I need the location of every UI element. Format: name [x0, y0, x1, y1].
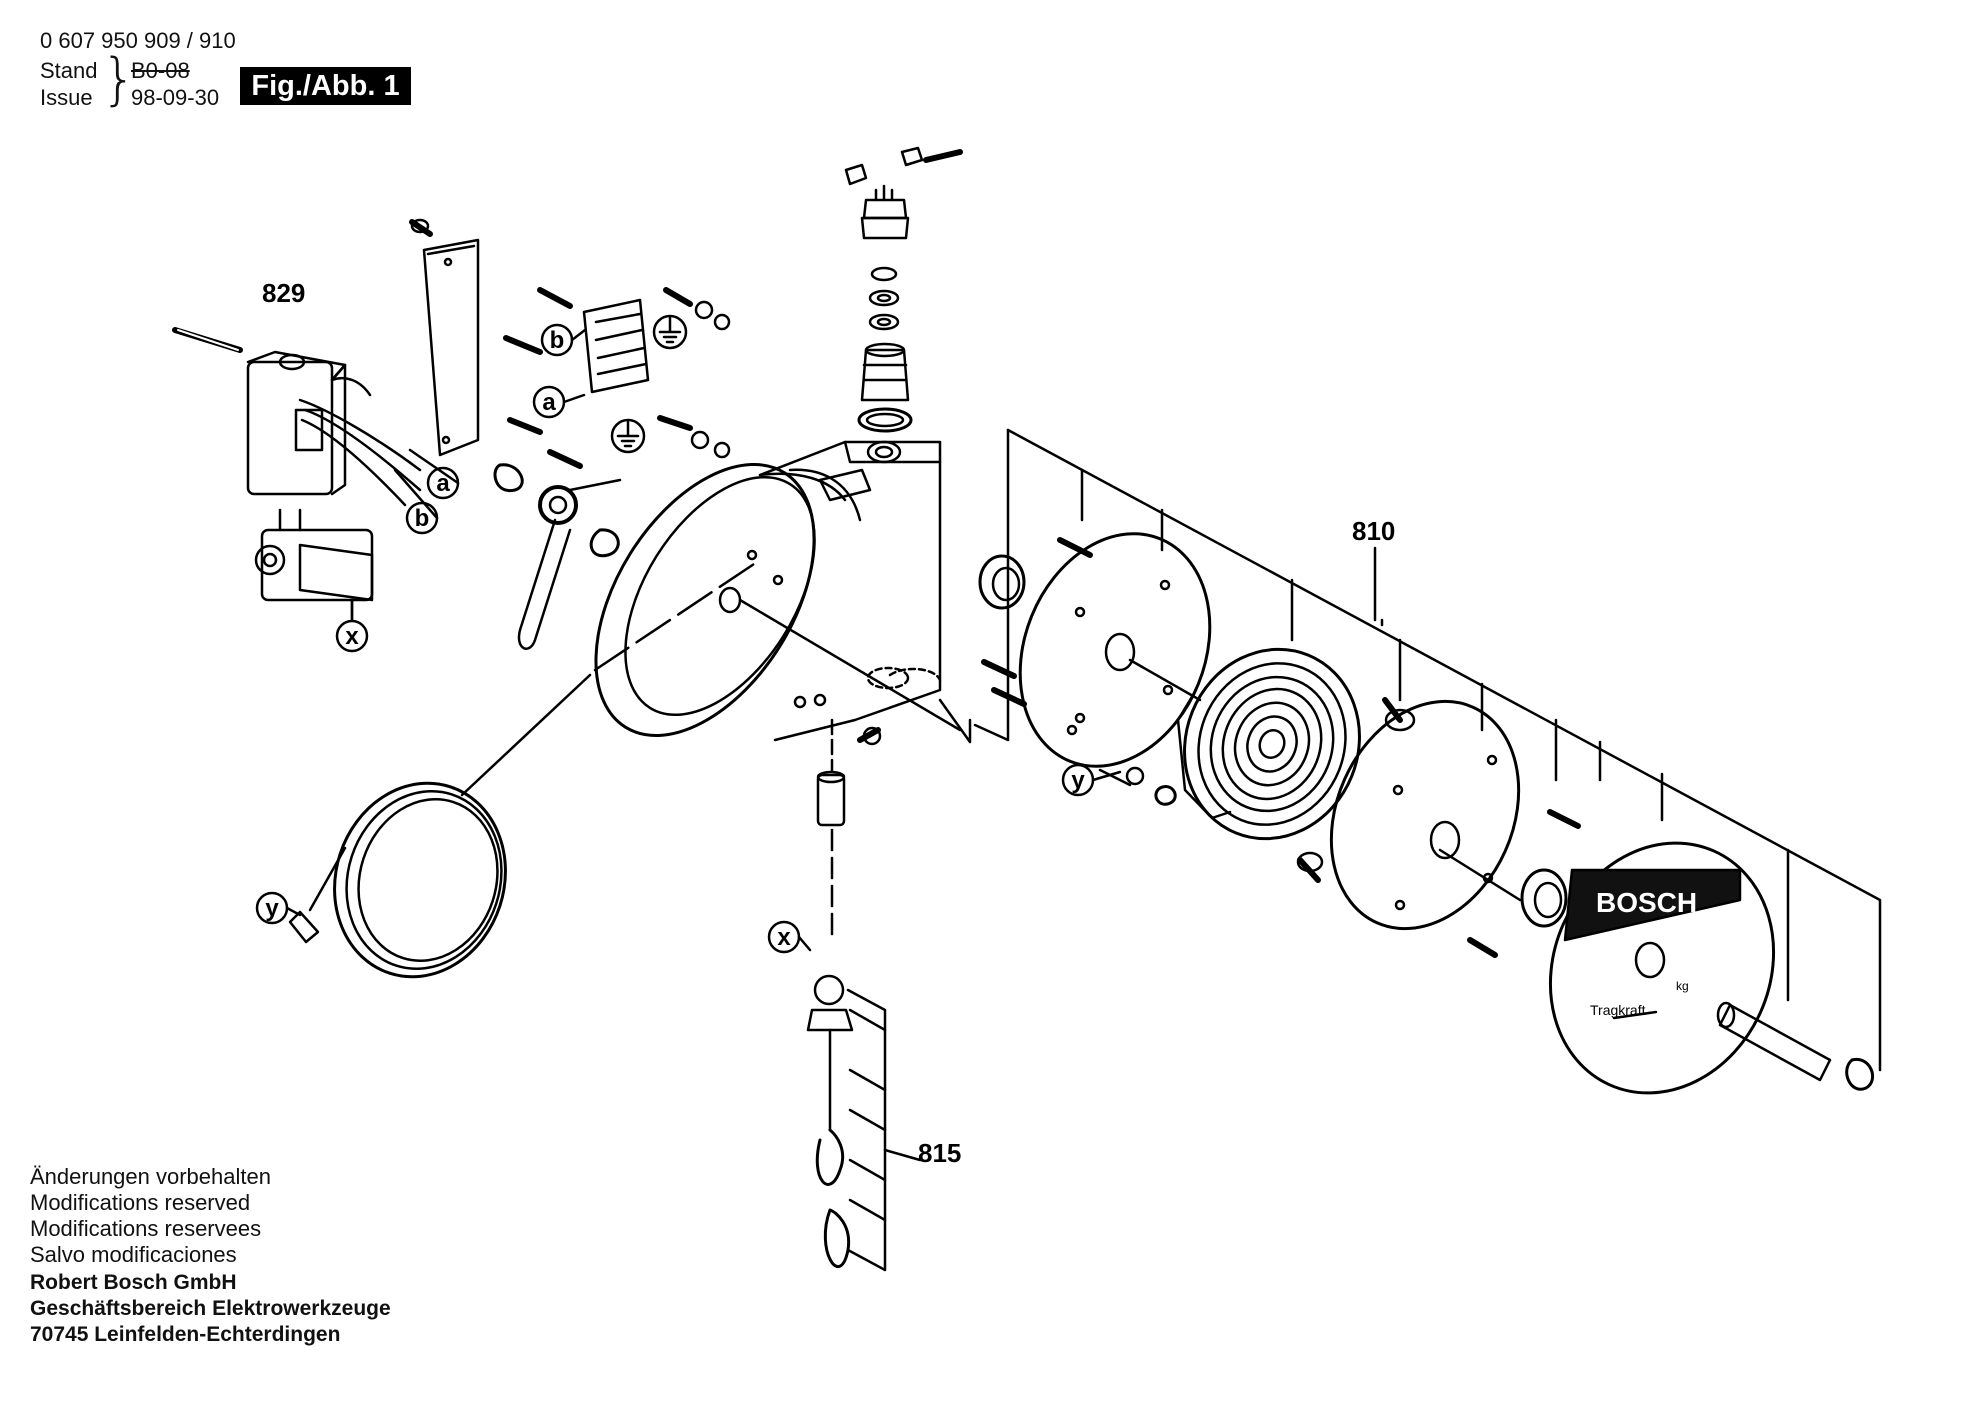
brace-icon: }: [101, 47, 137, 112]
limit-switch-icon: [172, 327, 422, 622]
cover-unit: kg: [1676, 979, 1689, 993]
ref-y-cable: y: [265, 895, 279, 922]
callout-815: 815: [918, 1138, 961, 1168]
issue-label: Issue: [40, 85, 93, 110]
callout-810: 810: [1352, 516, 1395, 546]
note-fr: Modifications reservees: [30, 1216, 262, 1241]
publisher-division: Geschäftsbereich Elektrowerkzeuge: [30, 1297, 391, 1320]
issue-date: 98-09-30: [131, 85, 220, 110]
ref-x-hook: x: [777, 924, 791, 951]
stand-value: B0-08: [131, 58, 190, 83]
note-es: Salvo modificaciones: [30, 1242, 237, 1267]
cable-gland-icon: [844, 146, 963, 433]
figure-label: Fig./Abb. 1: [240, 67, 411, 105]
spring-lever-icon: [493, 463, 622, 650]
note-de: Änderungen vorbehalten: [30, 1164, 271, 1189]
cable-coil-icon: [288, 558, 762, 979]
publisher-address: 70745 Leinfelden-Echterdingen: [30, 1323, 341, 1346]
ref-x-switch: x: [345, 623, 359, 650]
spring-assembly-icon: [973, 428, 1882, 1095]
cover-capacity: Tragkraft: [1590, 1002, 1646, 1018]
callout-829: 829: [262, 278, 305, 308]
ref-b-switch: b: [415, 505, 430, 532]
ref-a-terminal: a: [542, 389, 556, 416]
publisher-name: Robert Bosch GmbH: [30, 1271, 237, 1294]
ref-b-terminal: b: [550, 327, 565, 354]
cover-brand: BOSCH: [1596, 887, 1697, 918]
hook-cable-icon: [806, 718, 922, 1272]
housing-icon: [594, 440, 972, 744]
part-numbers: 0 607 950 909 / 910: [40, 28, 236, 53]
note-en: Modifications reserved: [30, 1190, 251, 1215]
terminal-block-icon: [503, 287, 731, 469]
stand-label: Stand: [40, 58, 98, 83]
cover-plate-icon: [409, 218, 480, 457]
ref-y-plate: y: [1071, 767, 1085, 794]
